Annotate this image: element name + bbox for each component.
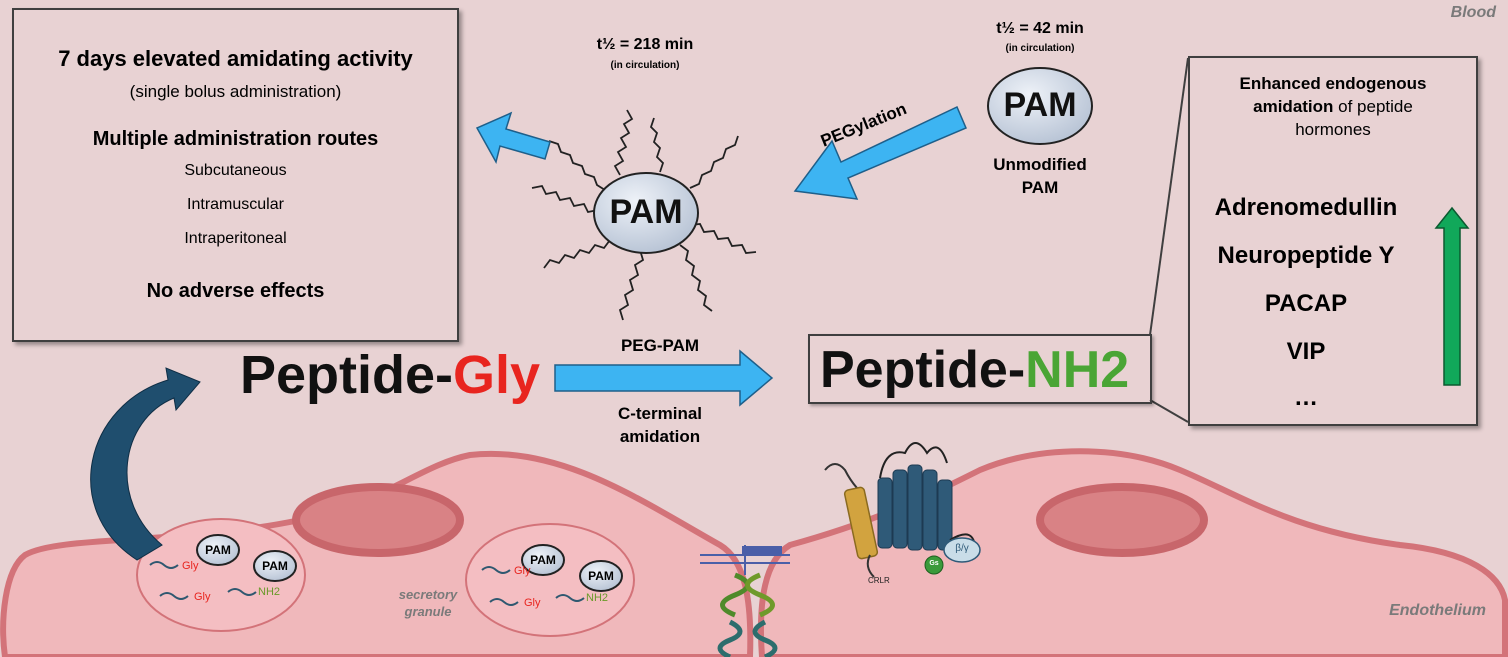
- nucleus-left: [292, 483, 464, 557]
- increase-up-arrow: [1434, 206, 1470, 386]
- unmodified-pam-label: PAM: [1003, 86, 1077, 124]
- unmodified-pam-oval: [987, 67, 1093, 145]
- hormones-box-header: Enhanced endogenous amidation of peptide…: [1190, 72, 1476, 141]
- unmodified-pam-halflife: t½ = 42 min: [996, 20, 1084, 37]
- granule-left-gly-2: Gly: [194, 591, 211, 603]
- peg-chains: [531, 109, 757, 321]
- unmodified-pam-caption-2: PAM: [1021, 178, 1059, 197]
- peg-pam-halflife-note: (in circulation): [610, 60, 680, 71]
- endothelium-region-label: Endothelium: [1389, 602, 1486, 619]
- no-adverse-effects-text: No adverse effects: [146, 280, 325, 302]
- peg-pam-label: PAM: [609, 193, 683, 231]
- peptide-nh2-suffix: NH2: [1025, 341, 1130, 399]
- left-box-arrow: [475, 111, 551, 165]
- header-line-2: amidation of peptide: [1190, 95, 1476, 118]
- route-intraperitoneal: Intraperitoneal: [184, 230, 287, 247]
- route-subcutaneous: Subcutaneous: [184, 162, 287, 179]
- elevated-activity-text: 7 days elevated amidating activity: [58, 46, 413, 71]
- granule-right-pam-2: [579, 560, 623, 592]
- granule-right-gly-2: Gly: [524, 597, 541, 609]
- unmodified-pam-caption-1: Unmodified: [993, 155, 1087, 174]
- administration-routes-heading: Multiple administration routes: [92, 128, 379, 150]
- callout-lines: [1149, 57, 1189, 423]
- granule-right-gly-1: Gly: [514, 565, 531, 577]
- header-of-peptide: of peptide: [1333, 97, 1413, 116]
- unmodified-pam-halflife-note: (in circulation): [1005, 43, 1075, 54]
- pharmacology-summary-box: 7 days elevated amidating activity (sing…: [12, 8, 459, 342]
- peptide-gly: Peptide-Gly: [240, 344, 540, 406]
- nucleus-right: [1036, 483, 1208, 557]
- crlr-label: CRLR: [868, 576, 890, 585]
- junction-proteins: [700, 545, 790, 657]
- granule-left-nh2: NH2: [258, 586, 281, 598]
- header-line-1: Enhanced endogenous: [1239, 74, 1427, 93]
- hormone-pacap: PACAP: [1264, 290, 1348, 317]
- secretory-granule-label: secretory granule: [378, 586, 478, 620]
- header-amidation-bold: amidation: [1253, 97, 1334, 116]
- secretory-granule-right: [465, 523, 635, 637]
- hormones-box: Enhanced endogenous amidation of peptide…: [1188, 56, 1478, 426]
- peg-pam-oval: [593, 172, 699, 254]
- amidation-arrow: [554, 349, 774, 407]
- hormone-adrenomedullin: Adrenomedullin: [1214, 194, 1398, 221]
- secretory-granule-left: [136, 518, 306, 632]
- peg-pam-enzyme-label: PEG-PAM: [620, 336, 700, 355]
- hormone-neuropeptide-y: Neuropeptide Y: [1217, 242, 1395, 269]
- peptide-nh2: Peptide-NH2: [820, 340, 1129, 400]
- granule-left-pam-1: [196, 534, 240, 566]
- amidation-label: amidation: [619, 427, 701, 446]
- granule-left-pam-1-label: PAM: [205, 543, 231, 557]
- blood-region-label: Blood: [1450, 4, 1496, 21]
- granule-right-pam-1: [521, 544, 565, 576]
- peptide-nh2-box: Peptide-NH2: [808, 334, 1152, 404]
- granule-right-pam-2-label: PAM: [588, 569, 614, 583]
- hormone-more: …: [1294, 384, 1318, 411]
- crlr-receptor: [824, 442, 981, 578]
- pegylation-arrow: [793, 105, 967, 200]
- granule-peptides: [149, 561, 585, 606]
- header-line-3: hormones: [1295, 120, 1371, 139]
- granule-right-pam-1-label: PAM: [530, 553, 556, 567]
- peptide-gly-prefix: Peptide-: [240, 345, 454, 405]
- secretory-granule-label-2: granule: [404, 604, 452, 619]
- gs-label: Gs: [929, 560, 939, 567]
- peptide-nh2-prefix: Peptide-: [820, 341, 1026, 399]
- secretory-granule-label-1: secretory: [398, 587, 458, 602]
- c-terminal-label: C-terminal: [617, 404, 703, 423]
- granule-right-nh2: NH2: [586, 592, 609, 604]
- route-intramuscular: Intramuscular: [187, 196, 284, 213]
- granule-left-pam-2-label: PAM: [262, 559, 288, 573]
- granule-left-gly-1: Gly: [182, 560, 199, 572]
- peptide-gly-suffix: Gly: [453, 345, 541, 405]
- peg-pam-halflife: t½ = 218 min: [596, 36, 694, 53]
- secretion-curved-arrow: [90, 367, 201, 561]
- beta-gamma-label: β/γ: [955, 543, 969, 554]
- hormone-vip: VIP: [1286, 338, 1326, 365]
- single-bolus-text: (single bolus administration): [129, 82, 342, 101]
- granule-left-pam-2: [253, 550, 297, 582]
